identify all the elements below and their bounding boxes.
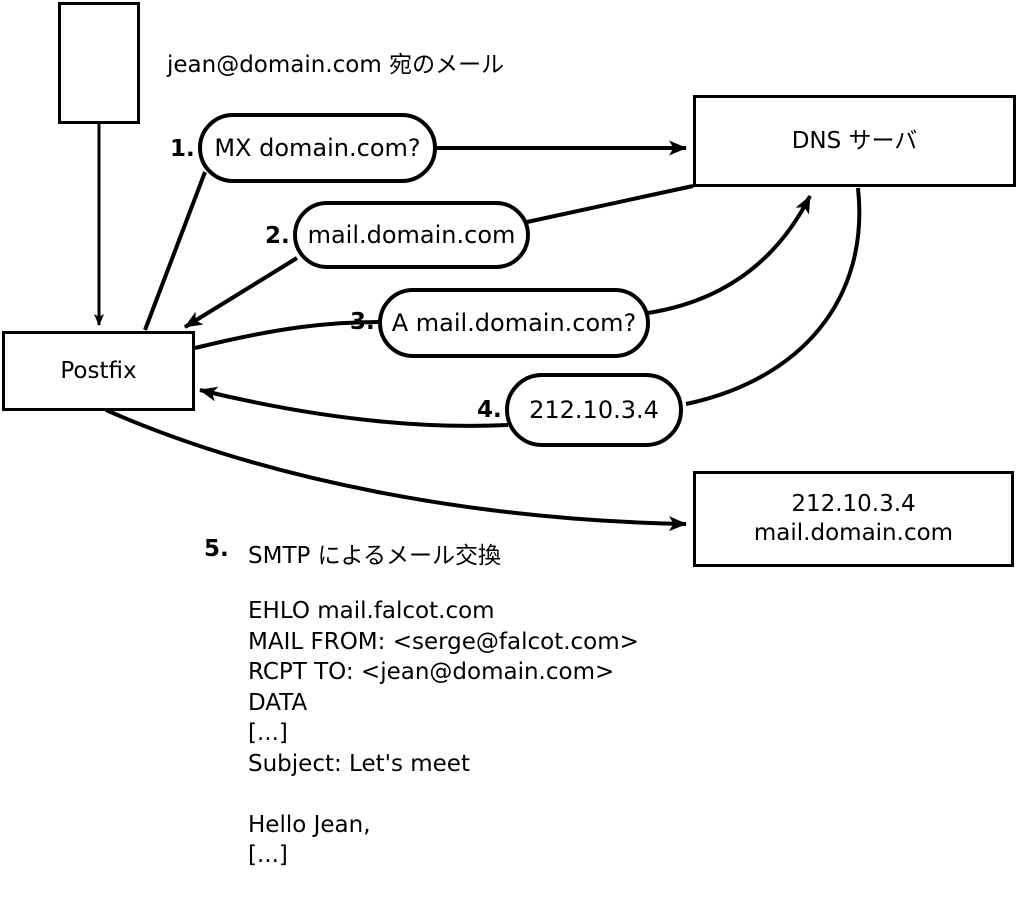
wire-step2-to-postfix bbox=[183, 256, 299, 329]
step-3-label: A mail.domain.com? bbox=[391, 309, 637, 337]
wire-dns-to-step4 bbox=[685, 187, 862, 406]
wire-postfix-to-mailserver bbox=[105, 408, 687, 532]
wire-postfix-to-step3 bbox=[194, 320, 381, 350]
page-title: jean@domain.com 宛のメール bbox=[167, 52, 505, 78]
wire-step4-to-postfix bbox=[199, 386, 509, 428]
step-2-bubble: mail.domain.com bbox=[293, 201, 530, 269]
smtp-line-8: [...] bbox=[248, 842, 288, 868]
step-5-number: 5. bbox=[204, 536, 229, 562]
smtp-line-0: EHLO mail.falcot.com bbox=[248, 598, 495, 624]
mail-server-box: 212.10.3.4 mail.domain.com bbox=[693, 471, 1014, 567]
mail-server-ip: 212.10.3.4 bbox=[791, 491, 916, 518]
dns-server-box: DNS サーバ bbox=[693, 95, 1016, 187]
wire-dns-to-step2 bbox=[526, 184, 694, 224]
smtp-line-4: [...] bbox=[248, 720, 288, 746]
step-1-number: 1. bbox=[170, 136, 195, 162]
step-2-label: mail.domain.com bbox=[307, 221, 516, 249]
smtp-line-3: DATA bbox=[248, 689, 308, 716]
step-1-bubble: MX domain.com? bbox=[198, 113, 437, 183]
wire-postfix-to-step1 bbox=[143, 171, 207, 331]
step-4-label: 212.10.3.4 bbox=[529, 396, 659, 424]
step-3-bubble: A mail.domain.com? bbox=[378, 288, 650, 358]
step-4-number: 4. bbox=[477, 397, 502, 423]
smtp-line-2: RCPT TO: <jean@domain.com> bbox=[248, 659, 615, 685]
dns-server-box-label: DNS サーバ bbox=[791, 127, 918, 154]
wire-step3-to-dns bbox=[647, 195, 812, 315]
postfix-box: Postfix bbox=[2, 331, 195, 411]
smtp-line-7: Hello Jean, bbox=[248, 811, 371, 838]
smtp-transcript: EHLO mail.falcot.com MAIL FROM: <serge@f… bbox=[248, 596, 639, 919]
smtp-line-9: . bbox=[248, 903, 256, 919]
step-1-label: MX domain.com? bbox=[214, 134, 421, 162]
step-2-number: 2. bbox=[265, 223, 290, 249]
smtp-line-blank bbox=[248, 779, 639, 810]
sender-box bbox=[58, 2, 140, 124]
smtp-line-blank-2 bbox=[248, 871, 639, 902]
smtp-line-1: MAIL FROM: <serge@falcot.com> bbox=[248, 628, 639, 655]
mail-server-hostname: mail.domain.com bbox=[753, 520, 954, 546]
step-5-label: SMTP によるメール交換 bbox=[248, 543, 501, 569]
step-4-bubble: 212.10.3.4 bbox=[505, 373, 683, 447]
step-3-number: 3. bbox=[350, 309, 375, 335]
postfix-box-label: Postfix bbox=[60, 357, 137, 384]
smtp-line-5: Subject: Let's meet bbox=[248, 750, 470, 777]
